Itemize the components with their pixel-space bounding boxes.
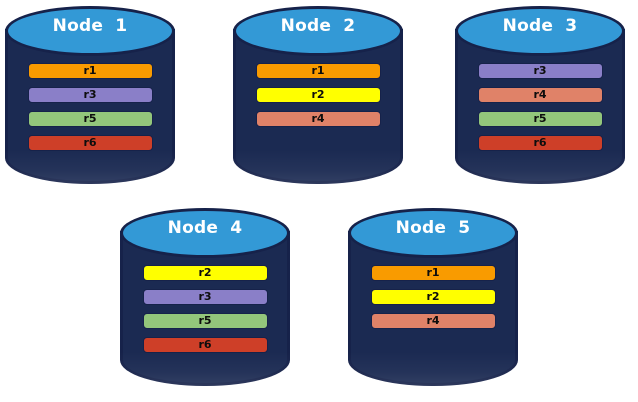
database-node[interactable]: Node 2 r1 r2 r4 bbox=[233, 6, 403, 196]
node-label: Node 1 bbox=[52, 16, 128, 36]
record-bar: r3 bbox=[27, 87, 153, 103]
cylinder-top-ellipse bbox=[5, 6, 175, 56]
node-label: Node 3 bbox=[502, 16, 578, 36]
node-label: Node 2 bbox=[280, 16, 356, 36]
record-list: r1 r2 r4 bbox=[348, 265, 518, 337]
cylinder-top-ellipse bbox=[233, 6, 403, 56]
record-bar: r6 bbox=[142, 337, 268, 353]
database-node[interactable]: Node 3 r3 r4 r5 r6 bbox=[455, 6, 625, 196]
record-bar: r4 bbox=[477, 87, 603, 103]
record-bar: r2 bbox=[370, 289, 496, 305]
record-bar: r1 bbox=[27, 63, 153, 79]
database-node[interactable]: Node 5 r1 r2 r4 bbox=[348, 208, 518, 398]
cylinder-top-ellipse bbox=[455, 6, 625, 56]
record-bar: r5 bbox=[27, 111, 153, 127]
cylinder-body bbox=[120, 231, 290, 386]
cylinder-top-ellipse bbox=[348, 208, 518, 258]
record-bar: r2 bbox=[142, 265, 268, 281]
record-bar: r6 bbox=[477, 135, 603, 151]
record-bar: r6 bbox=[27, 135, 153, 151]
record-list: r1 r3 r5 r6 bbox=[5, 63, 175, 159]
record-bar: r4 bbox=[255, 111, 381, 127]
database-node[interactable]: Node 4 r2 r3 r5 r6 bbox=[120, 208, 290, 398]
record-bar: r1 bbox=[370, 265, 496, 281]
record-bar: r4 bbox=[370, 313, 496, 329]
database-node[interactable]: Node 1 r1 r3 r5 r6 bbox=[5, 6, 175, 196]
record-bar: r5 bbox=[142, 313, 268, 329]
record-list: r1 r2 r4 bbox=[233, 63, 403, 135]
record-bar: r3 bbox=[142, 289, 268, 305]
record-bar: r1 bbox=[255, 63, 381, 79]
record-list: r2 r3 r5 r6 bbox=[120, 265, 290, 361]
record-bar: r2 bbox=[255, 87, 381, 103]
record-bar: r3 bbox=[477, 63, 603, 79]
cylinder-top-ellipse bbox=[120, 208, 290, 258]
node-label: Node 4 bbox=[167, 218, 243, 238]
record-list: r3 r4 r5 r6 bbox=[455, 63, 625, 159]
node-label: Node 5 bbox=[395, 218, 471, 238]
record-bar: r5 bbox=[477, 111, 603, 127]
